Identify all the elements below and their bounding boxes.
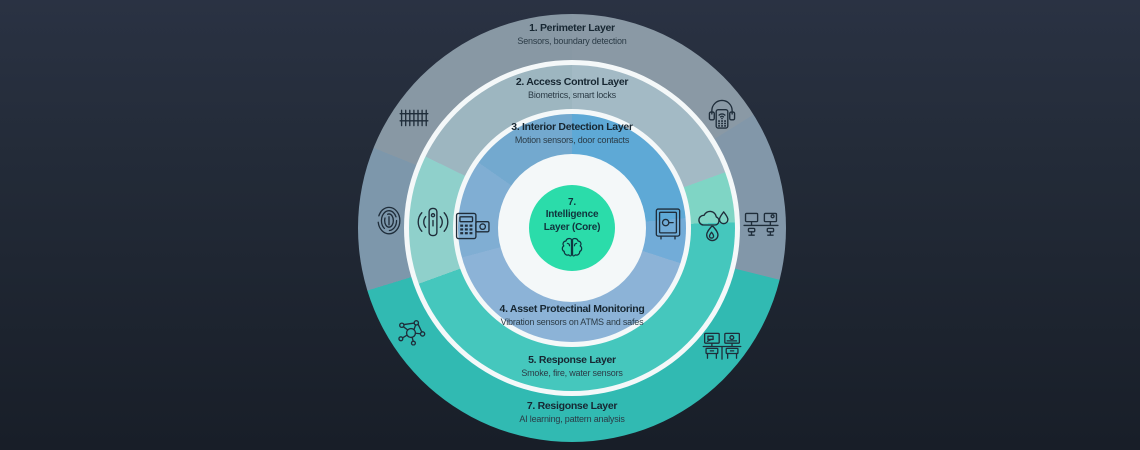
layer-1-subtitle: Sensors, boundary detection: [517, 36, 627, 46]
layer-2-label: 2. Access Control Layer Biometrics, smar…: [515, 76, 629, 102]
fence-icon: [399, 107, 430, 128]
layer-5-label: 5. Response Layer Smoke, fire, water sen…: [521, 354, 623, 380]
motion-sensor-icon: [416, 203, 451, 242]
card-reader-icon: [455, 212, 492, 241]
intelligence-core-circle: 7. Intelligence Layer (Core): [529, 185, 615, 271]
layer-4-title: 4. Asset Protectinal Monitoring: [499, 303, 645, 315]
layer-5-subtitle: Smoke, fire, water sensors: [521, 368, 623, 378]
layer-3-title: 3. Interior Detection Layer: [511, 121, 633, 133]
brain-icon: [561, 238, 583, 257]
layer-7-title: 7. Resigonse Layer: [526, 400, 618, 412]
layer-7-label: 7. Resigonse Layer AI learning, pattern …: [519, 400, 624, 426]
safe-icon: [654, 207, 682, 241]
layer-4-label: 4. Asset Protectinal Monitoring Vibratio…: [500, 303, 645, 329]
layer-1-title: 1. Perimeter Layer: [529, 22, 615, 34]
control-room-desk-icon: [743, 211, 780, 240]
core-title-number: 7.: [568, 196, 576, 208]
layer-7-subtitle: AI learning, pattern analysis: [519, 414, 625, 424]
layer-1-label: 1. Perimeter Layer Sensors, boundary det…: [517, 22, 626, 48]
network-nodes-icon: [397, 319, 426, 346]
layer-3-label: 3. Interior Detection Layer Motion senso…: [511, 121, 633, 147]
fingerprint-icon: [376, 205, 403, 239]
core-title-line2: Intelligence: [545, 209, 599, 221]
layer-5-title: 5. Response Layer: [528, 354, 616, 366]
layer-4-subtitle: Vibration sensors on ATMS and safes: [500, 317, 644, 327]
dispatcher-headset-icon: [708, 98, 737, 131]
layer-3-subtitle: Motion sensors, door contacts: [514, 135, 630, 145]
layer-2-title: 2. Access Control Layer: [515, 76, 629, 88]
layer-2-subtitle: Biometrics, smart locks: [528, 90, 616, 100]
water-fire-drop-icon: [696, 209, 731, 242]
surveillance-monitors-icon: [702, 331, 742, 361]
core-title-line3: Layer (Core): [543, 221, 601, 233]
